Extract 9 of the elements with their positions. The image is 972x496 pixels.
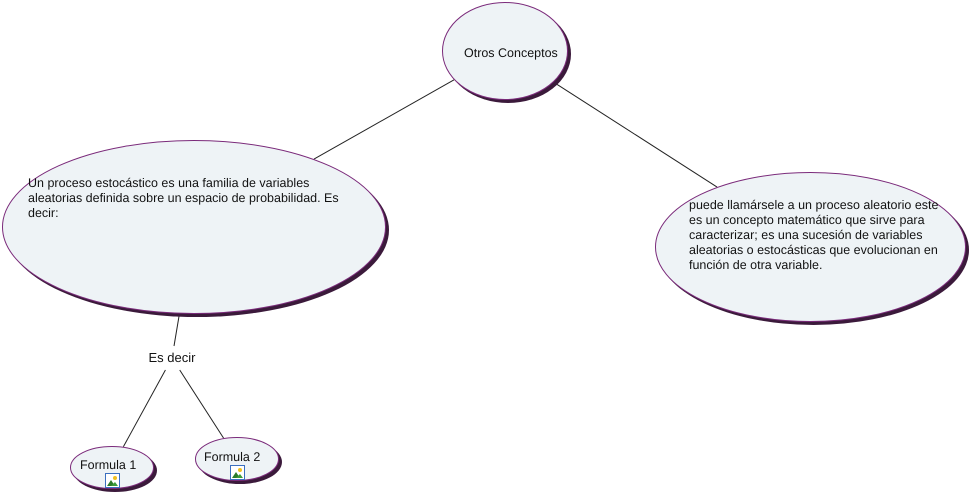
connector-line (122, 370, 166, 448)
concept-text: Un proceso estocástico es una familia de variables aleatorias definida sobre un espacio de probabilidad. Es decir: (28, 176, 340, 221)
connector-line (179, 370, 224, 439)
connector-line (314, 79, 455, 160)
concept-text: Formula 2 (204, 450, 262, 465)
concept-text: Formula 1 (80, 458, 138, 473)
linking-phrase: Es decir (148, 350, 196, 365)
concept-text: Otros Conceptos (464, 46, 559, 61)
concept-text: puede llamársele a un proceso aleatorio este es un concepto matemático que sirve para caracterizar; es una sucesión de variables aleatorias o estocásticas que evolucionan en función de otra variable. (689, 198, 939, 273)
